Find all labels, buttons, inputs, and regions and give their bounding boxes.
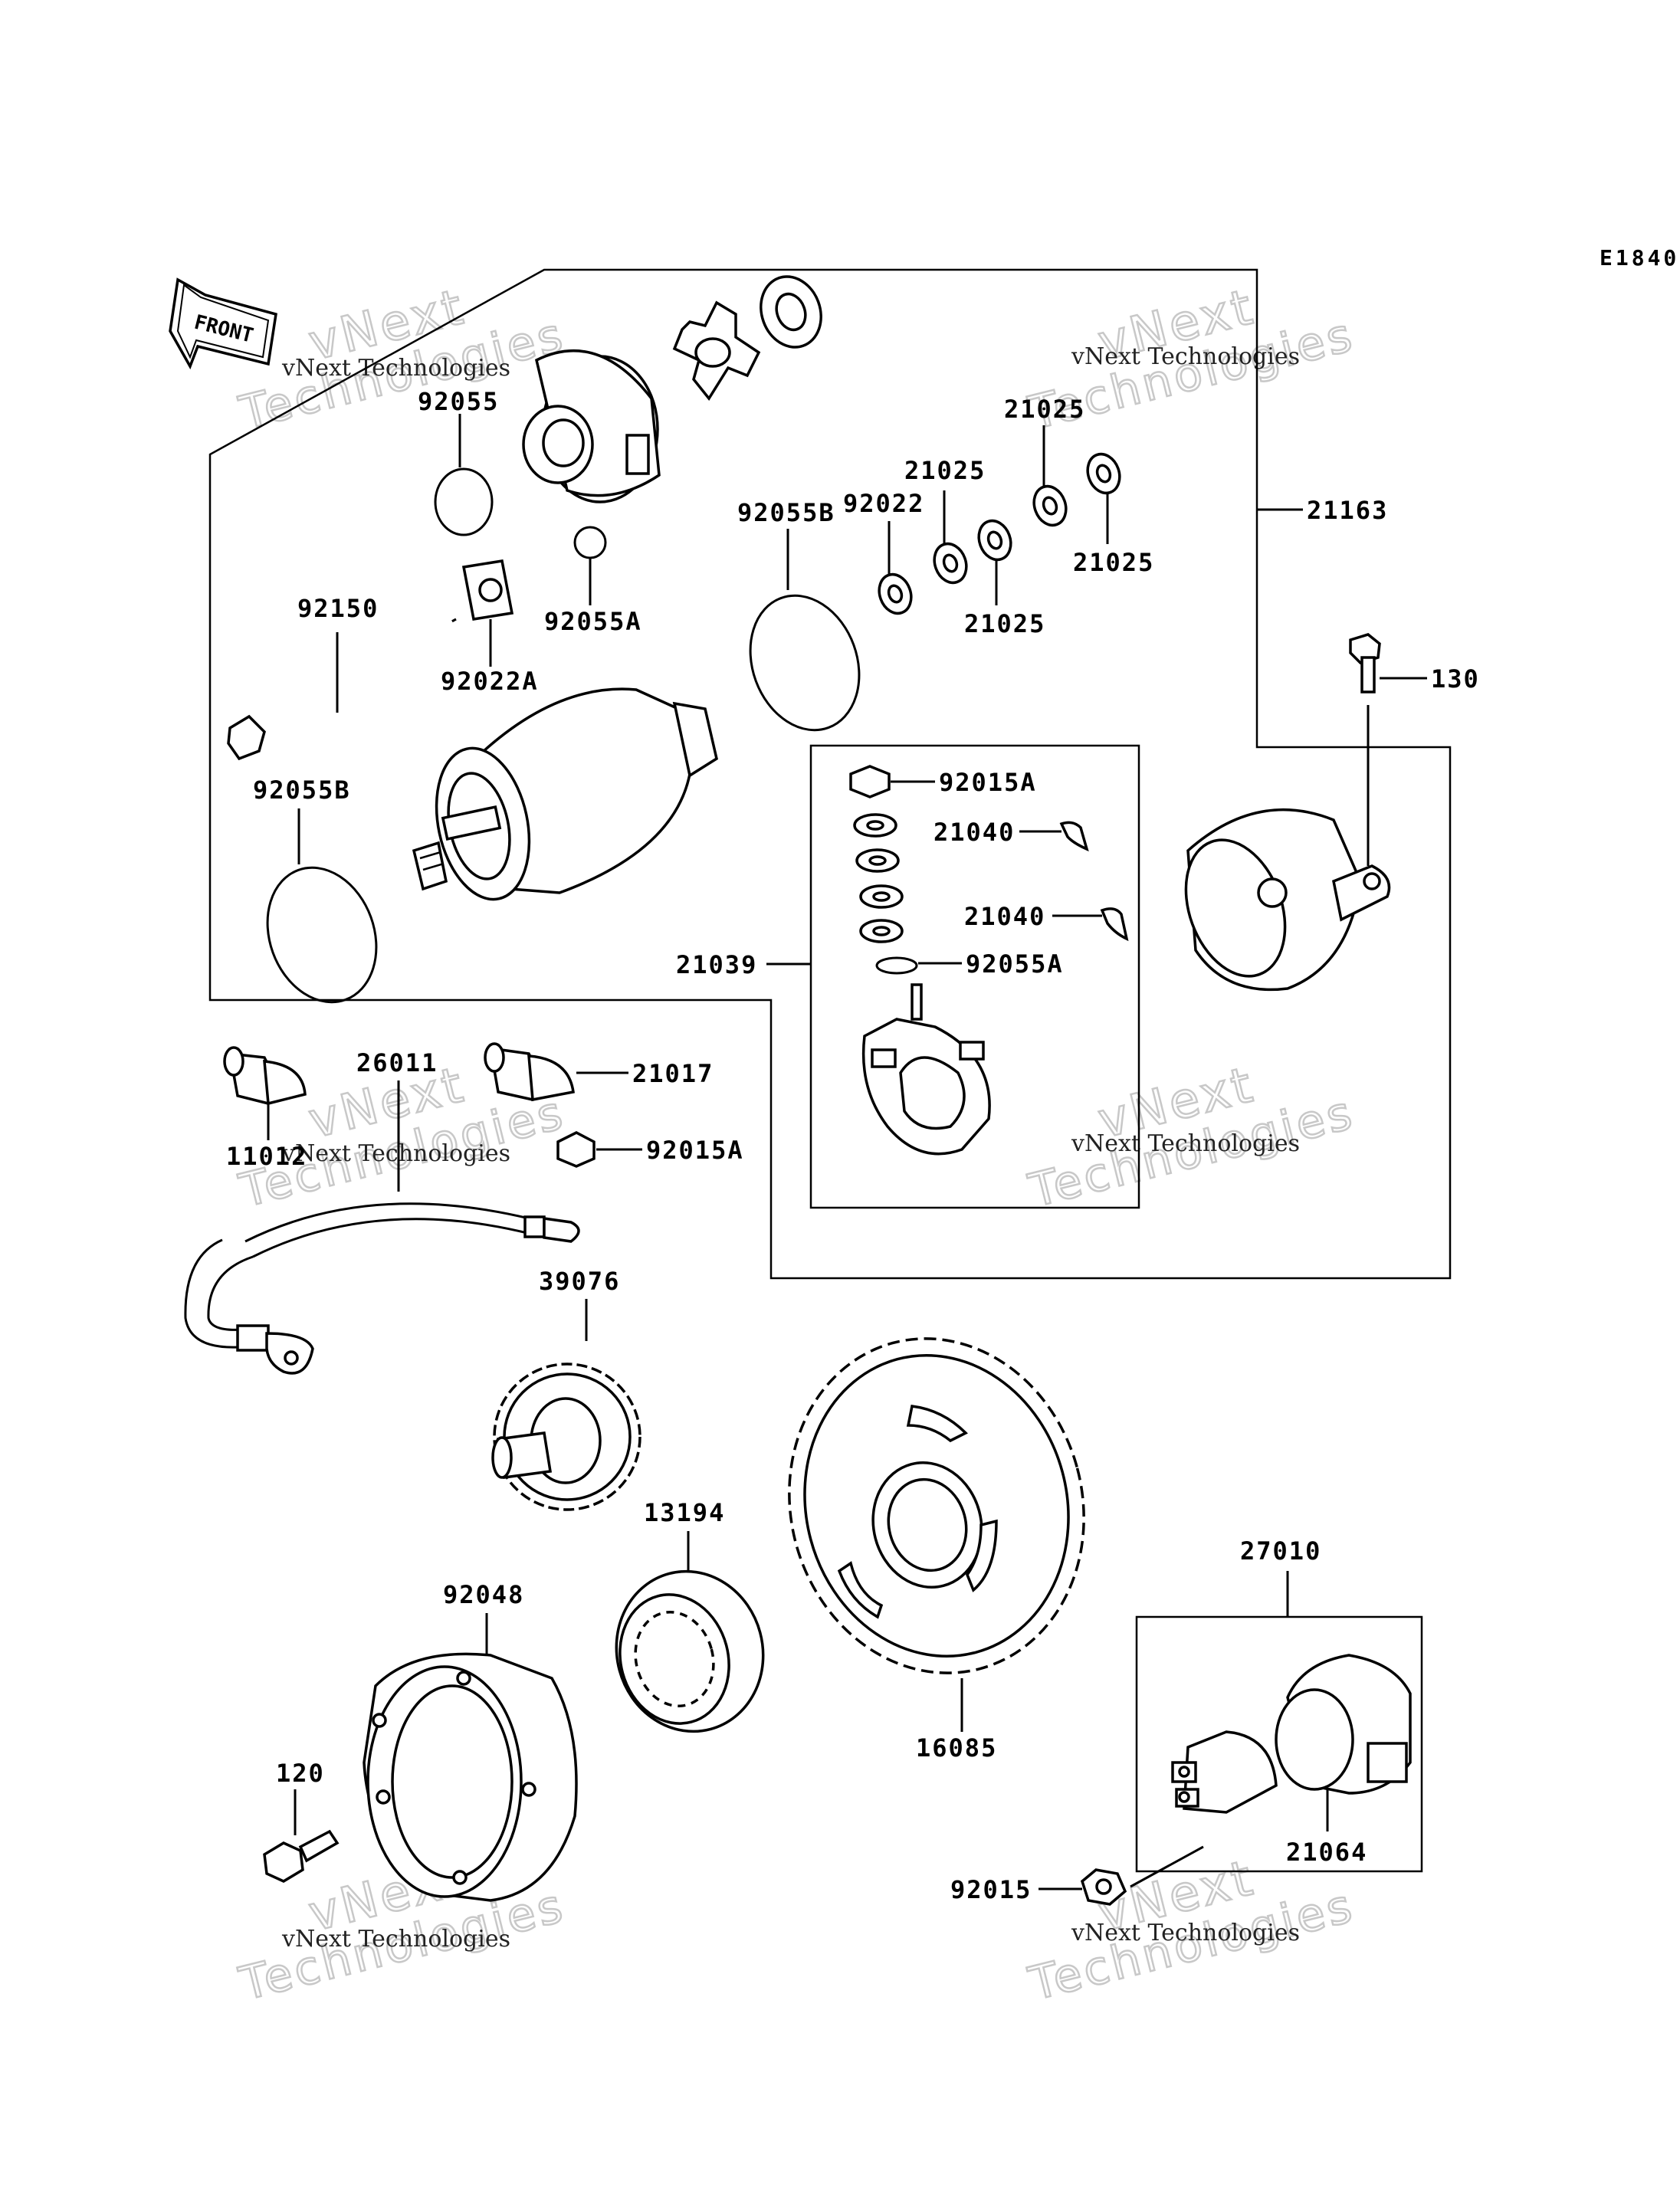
brush-washers-stack — [853, 813, 904, 943]
lock-washer-tabbed — [672, 300, 761, 402]
watermark-company: vNext Technologies — [1071, 1130, 1300, 1157]
part-label-92048: 92048 — [443, 1580, 524, 1609]
starter-cable-26011 — [184, 1202, 580, 1375]
o-ring-92055a-box — [875, 956, 918, 975]
watermark-company: vNext Technologies — [1071, 343, 1300, 370]
washer-92022 — [878, 572, 913, 615]
diagram-code: E1840 — [1600, 245, 1679, 271]
watermark-bottom-right: vNext Technologies vNext Technologies — [1022, 1848, 1360, 2012]
nut-92015a-box — [849, 765, 891, 798]
through-bolt-92150 — [227, 618, 457, 761]
part-label-92055b-left: 92055B — [253, 776, 351, 805]
o-ring-92055b-mid — [749, 594, 861, 732]
front-cover — [522, 349, 661, 503]
watermark-company: vNext Technologies — [281, 1140, 510, 1167]
rear-cover-housing — [1184, 808, 1391, 992]
brush-holder-group-box — [809, 744, 1140, 1209]
o-ring-92055a — [573, 526, 607, 559]
starter-motor — [412, 687, 718, 901]
bolt-120 — [263, 1829, 340, 1883]
part-label-21064: 21064 — [1286, 1838, 1367, 1867]
part-label-21039: 21039 — [676, 950, 757, 979]
part-label-92055b-mid: 92055B — [737, 498, 835, 527]
part-label-21163: 21163 — [1307, 496, 1388, 525]
part-label-21040-b: 21040 — [964, 902, 1045, 931]
idle-gear-39076 — [491, 1362, 641, 1511]
part-label-92022: 92022 — [843, 489, 924, 518]
watermark-mid-right: vNext Technologies vNext Technologies — [1022, 1055, 1360, 1219]
solenoid-cover-21064 — [1275, 1654, 1412, 1795]
part-label-16085: 16085 — [916, 1733, 997, 1763]
part-label-21017: 21017 — [632, 1059, 714, 1088]
part-label-13194: 13194 — [644, 1498, 725, 1527]
part-label-21040-a: 21040 — [934, 818, 1015, 847]
gasket-92048 — [363, 1652, 578, 1902]
o-ring-92055b-left — [266, 866, 378, 1004]
front-arrow-icon: FRONT — [169, 277, 277, 370]
part-label-27010: 27010 — [1240, 1536, 1321, 1566]
nut-92015a-mid — [556, 1131, 596, 1168]
cap-11012 — [223, 1046, 307, 1106]
bolt-130 — [1349, 633, 1381, 694]
washer-top — [760, 275, 822, 349]
part-label-92015: 92015 — [950, 1875, 1032, 1904]
solenoid-group-box — [1135, 1615, 1423, 1873]
part-label-21025-a: 21025 — [904, 456, 986, 485]
nut-92015 — [1080, 1868, 1127, 1906]
washer-21025-d — [1086, 452, 1121, 495]
brush-spring-21040-a — [1059, 821, 1089, 852]
part-label-92015a-box: 92015A — [939, 768, 1037, 797]
part-label-92022a: 92022A — [441, 667, 539, 696]
part-label-26011: 26011 — [356, 1048, 438, 1077]
part-label-21025-c: 21025 — [1004, 395, 1085, 424]
washer-21025-b — [977, 519, 1012, 562]
watermark-company: vNext Technologies — [281, 355, 510, 382]
brush-plate-assembly — [861, 983, 991, 1156]
starter-gear-16085 — [788, 1337, 1085, 1674]
o-ring-92055 — [434, 467, 494, 536]
part-label-92055: 92055 — [418, 387, 499, 416]
watermark-top-left: vNext Technologies vNext Technologies — [233, 277, 571, 441]
starter-relay — [1171, 1730, 1278, 1814]
part-label-92150: 92150 — [297, 594, 379, 623]
washer-21025-c — [1032, 484, 1068, 527]
watermark-company: vNext Technologies — [1071, 1920, 1300, 1946]
part-label-11012: 11012 — [226, 1142, 307, 1171]
part-label-21025-b: 21025 — [964, 609, 1045, 638]
watermark-company: vNext Technologies — [281, 1926, 510, 1953]
one-way-clutch-13194 — [615, 1569, 765, 1733]
part-label-39076: 39076 — [539, 1267, 620, 1296]
washer-21025-a — [933, 542, 968, 585]
part-label-92055a-top: 92055A — [544, 607, 642, 636]
cap-21017 — [484, 1042, 575, 1102]
part-label-120: 120 — [276, 1759, 325, 1788]
brush-spring-21040-b — [1100, 907, 1129, 942]
part-label-92055a-box: 92055A — [966, 949, 1064, 979]
part-label-130: 130 — [1431, 664, 1480, 694]
part-label-21025-d: 21025 — [1073, 548, 1154, 577]
bracket-92022a — [461, 559, 514, 621]
part-label-92015a-mid: 92015A — [646, 1136, 744, 1165]
